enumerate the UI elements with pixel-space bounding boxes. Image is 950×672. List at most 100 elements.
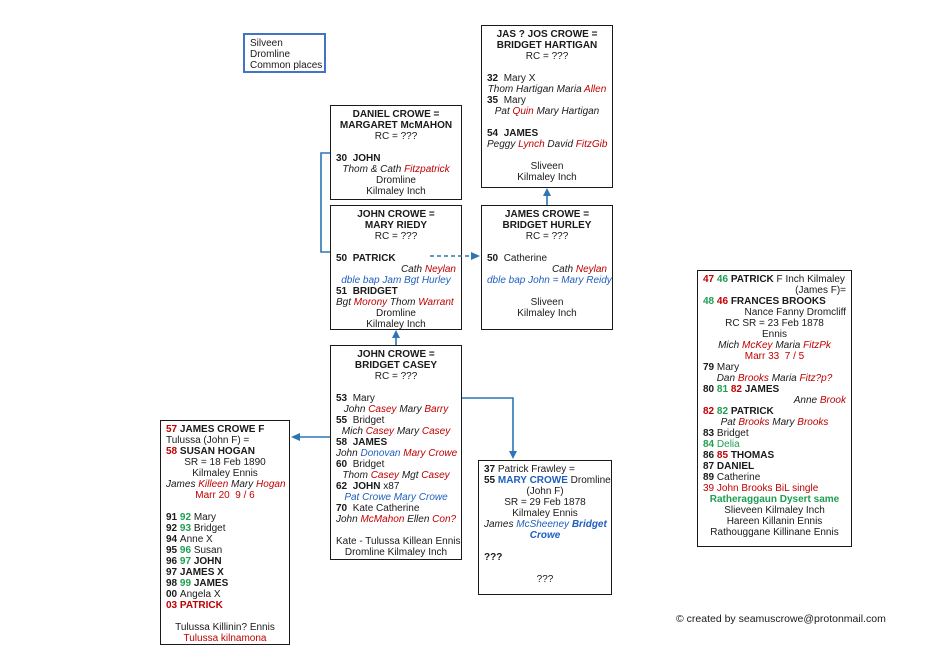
text-line (166, 611, 284, 622)
text-line: Tulussa kilnamona (183, 633, 267, 644)
text-line: JAMES CROWE = (504, 209, 590, 220)
text-line (336, 142, 456, 153)
text-line: 37 Patrick Frawley = (484, 464, 575, 475)
text-line: 47 46 PATRICK F Inch Kilmaley (703, 274, 845, 285)
text-line: Dromline (250, 49, 291, 60)
text-line: Ratheraggaun Dysert same (709, 494, 840, 505)
text-line: Marr 20 9 / 6 (195, 490, 255, 501)
text-line: JAS ? JOS CROWE = (496, 29, 598, 40)
text-line: ??? (536, 574, 554, 585)
text-line (336, 525, 456, 536)
text-line: Thom Hartigan Maria Allen (487, 84, 607, 95)
text-line: 35 Mary (487, 95, 526, 106)
text-line: 55 Bridget (336, 415, 385, 426)
connector-casey-box-to-riedy-box-arrow (392, 330, 400, 345)
text-line: 62 JOHN x87 (336, 481, 400, 492)
text-line: Crowe (529, 530, 561, 541)
text-line: 00 Angela X (166, 589, 221, 600)
text-line: 48 46 FRANCES BROOKS (703, 296, 826, 307)
text-line: Silveen (250, 38, 283, 49)
text-line: Dromline (375, 308, 416, 319)
text-line: 55 MARY CROWE Dromline (484, 475, 611, 486)
text-line: 98 99 JAMES (166, 578, 229, 589)
text-line: 84 Delia (703, 439, 740, 450)
text-line (487, 286, 607, 297)
text-line: Thom Casey Mgt Casey (342, 470, 450, 481)
text-line: RC = ??? (525, 51, 569, 62)
text-line: Kilmaley Ennis (512, 508, 578, 519)
text-line: 54 JAMES (487, 128, 539, 139)
text-line: 51 BRIDGET (336, 286, 398, 297)
text-line: John Casey Mary Barry (343, 404, 449, 415)
text-line: 95 96 Susan (166, 545, 223, 556)
text-line (166, 501, 284, 512)
text-line: Kilmaley Ennis (192, 468, 258, 479)
text-line: Slieveen Kilmaley Inch (724, 505, 825, 516)
text-line: Mich Casey Mary Casey (341, 426, 451, 437)
text-line: RC SR = 23 Feb 1878 (725, 318, 824, 329)
text-line: Hareen Killanin Ennis (726, 516, 823, 527)
text-line: 58 JAMES (336, 437, 388, 448)
text-line: 53 Mary (336, 393, 375, 404)
text-line: Bgt Morony Thom Warrant (336, 297, 454, 308)
text-line: 80 81 82 JAMES (703, 384, 780, 395)
text-line: 89 Catherine (703, 472, 761, 483)
text-line: SR = 29 Feb 1878 (504, 497, 586, 508)
text-line (487, 150, 607, 161)
text-line: Pat Brooks Mary Brooks (720, 417, 829, 428)
text-line: 03 PATRICK (166, 600, 223, 611)
text-line: Pat Crowe Mary Crowe (344, 492, 448, 503)
text-line: Dromline Kilmaley Inch (344, 547, 448, 558)
text-line: BRIDGET CASEY (354, 360, 438, 371)
text-line: Nance Fanny Dromcliff (744, 307, 846, 318)
text-line (484, 563, 606, 574)
text-line: (James F)= (795, 285, 846, 296)
text-line: MARY RIEDY (364, 220, 428, 231)
text-line: BRIDGET HARTIGAN (496, 40, 598, 51)
family-box-patrick-crowe-frances-brooks: 47 46 PATRICK F Inch Kilmaley(James F)=4… (697, 270, 852, 547)
text-line: 91 92 Mary (166, 512, 217, 523)
connector-mary53-to-frawley-box-arrow (462, 397, 517, 459)
text-line: 50 Catherine (487, 253, 548, 264)
text-line: 83 Bridget (703, 428, 749, 439)
text-line: John Donovan Mary Crowe (336, 448, 458, 459)
text-line: Kilmaley Inch (366, 186, 426, 197)
text-line: Peggy Lynch David FitzGib (487, 139, 608, 150)
text-line: dble bap Jam Bgt Hurley (341, 275, 451, 286)
text-line: BRIDGET HURLEY (502, 220, 592, 231)
text-line (487, 62, 607, 73)
text-line: RC = ??? (374, 231, 418, 242)
text-line: Marr 33 7 / 5 (744, 351, 805, 362)
text-line: Common places (250, 60, 323, 71)
text-line: RC = ??? (374, 371, 418, 382)
text-line: ??? (484, 552, 503, 563)
text-line: Sliveen (530, 297, 564, 308)
text-line: RC = ??? (374, 131, 418, 142)
text-line: Kate - Tulussa Killean Ennis (336, 536, 461, 547)
text-line: Pat Quin Mary Hartigan (494, 106, 600, 117)
text-line: 30 JOHN (336, 153, 381, 164)
text-line: Rathouggane Killinane Ennis (710, 527, 839, 538)
text-line (487, 117, 607, 128)
text-line (336, 242, 456, 253)
text-line: (John F) (526, 486, 564, 497)
text-line: Cath Neylan (551, 264, 607, 275)
text-line: JOHN CROWE = (357, 349, 435, 360)
connector-hurley-box-to-jas-box-arrow (543, 188, 551, 205)
text-line: 79 Mary (703, 362, 740, 373)
text-line: Thom & Cath Fitzpatrick (342, 164, 450, 175)
text-line: John McMahon Ellen Con? (336, 514, 457, 525)
text-line: 92 93 Bridget (166, 523, 226, 534)
text-line: 94 Anne X (166, 534, 213, 545)
text-line: Tulussa Killinin? Ennis (175, 622, 275, 633)
text-line: MARGARET McMAHON (339, 120, 453, 131)
family-box-patrick-frawley-mary-crowe: 37 Patrick Frawley =55 MARY CROWE Dromli… (478, 460, 612, 595)
text-line: SR = 18 Feb 1890 (184, 457, 266, 468)
